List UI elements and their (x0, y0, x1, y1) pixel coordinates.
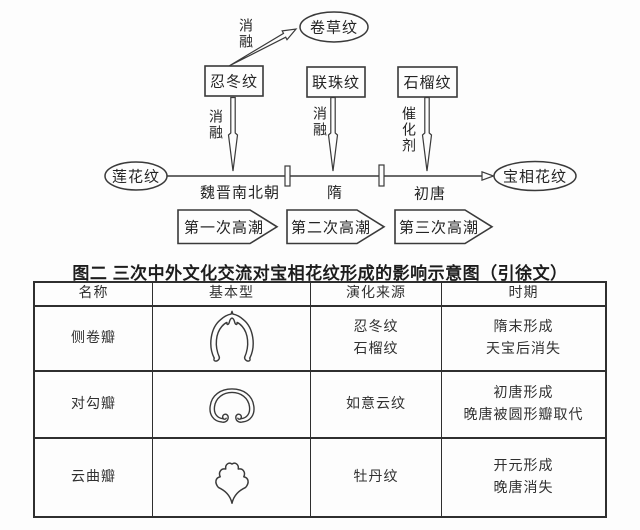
wave-2-label: 第二次高潮 (290, 219, 372, 237)
row1-period-line1: 隋末形成 (493, 319, 554, 335)
period-sui-label: 隋 (326, 184, 344, 202)
needle-arrow-3-label: 催化剂 (401, 106, 417, 154)
lotus-label: 莲花纹 (111, 168, 161, 186)
pomegranate-box (397, 66, 458, 98)
wave-pentagon-2 (286, 209, 386, 245)
wave-3-label: 第三次高潮 (398, 219, 480, 237)
needle-arrow-2 (327, 96, 339, 172)
lotus-ellipse (104, 161, 168, 191)
row3-period: 开元形成 晚唐消失 (442, 439, 605, 516)
needle-arrow-1-label: 消融 (208, 109, 224, 141)
needle-arrow-2-label: 消融 (312, 106, 328, 138)
header-period: 时期 (442, 283, 605, 307)
row2-period-line1: 初唐形成 (493, 385, 554, 401)
timeline-tick-2 (378, 164, 385, 187)
row2-name: 对勾瓣 (35, 372, 153, 439)
row3-period-line2: 晚唐消失 (493, 480, 554, 496)
row3-basic-form (153, 439, 311, 516)
paired-hook-petal-icon (208, 387, 255, 423)
row3-period-line1: 开元形成 (493, 458, 554, 474)
timeline-arrowhead (481, 170, 496, 182)
scroll-grass-ellipse (299, 11, 369, 43)
cloud-curve-petal-icon (214, 462, 249, 504)
timeline-tick-1 (284, 165, 291, 187)
row3-name: 云曲瓣 (35, 439, 153, 516)
petal-types-table: 名称 基本型 演化来源 时期 侧卷瓣 忍冬纹 石榴纹 隋末形成 天宝后消失 对勾… (33, 281, 607, 518)
pearl-roundel-box (306, 66, 366, 98)
row1-period-line2: 天宝后消失 (486, 341, 561, 357)
needle-arrow-3 (421, 96, 433, 172)
figure-caption: 图二 三次中外文化交流对宝相花纹形成的影响示意图（引徐文） (72, 264, 568, 283)
header-evolution-source: 演化来源 (311, 283, 442, 307)
scroll-grass-label: 卷草纹 (309, 19, 359, 37)
honeysuckle-box (204, 65, 264, 97)
row2-evolution-source: 如意云纹 (311, 372, 442, 439)
wave-pentagon-1 (177, 209, 279, 245)
row2-period: 初唐形成 晚唐被圆形瓣取代 (442, 372, 605, 439)
side-curl-petal-icon (209, 310, 254, 362)
header-basic-form: 基本型 (153, 283, 311, 307)
diagram-shapes (104, 11, 577, 245)
row1-basic-form (153, 307, 311, 372)
baoxiang-label: 宝相花纹 (502, 168, 568, 186)
needle-arrow-1 (227, 96, 239, 172)
diagonal-arrow (228, 28, 298, 67)
diagonal-arrow-label: 消融 (238, 18, 254, 50)
period-weijin-label: 魏晋南北朝 (199, 184, 281, 202)
row1-name: 侧卷瓣 (35, 307, 153, 372)
row1-source-line1: 忍冬纹 (353, 319, 399, 335)
row1-evolution-source: 忍冬纹 石榴纹 (311, 307, 442, 372)
baoxiang-ellipse (493, 160, 577, 192)
honeysuckle-label: 忍冬纹 (209, 73, 259, 91)
pomegranate-label: 石榴纹 (403, 74, 452, 92)
row3-source-line1: 牡丹纹 (353, 469, 399, 485)
row2-source-line1: 如意云纹 (346, 396, 406, 412)
wave-pentagon-3 (394, 209, 494, 245)
row2-period-line2: 晚唐被圆形瓣取代 (463, 407, 584, 423)
pearl-roundel-label: 联珠纹 (311, 74, 361, 92)
influence-flow-diagram: 卷草纹 消融 忍冬纹 联珠纹 石榴纹 消融 消融 催化剂 莲花纹 宝相花纹 魏晋… (72, 11, 577, 283)
header-name: 名称 (35, 283, 153, 307)
row1-period: 隋末形成 天宝后消失 (442, 307, 605, 372)
row2-basic-form (153, 372, 311, 439)
period-early-tang-label: 初唐 (413, 185, 447, 203)
wave-1-label: 第一次高潮 (183, 219, 265, 237)
row1-source-line2: 石榴纹 (353, 341, 399, 357)
row3-evolution-source: 牡丹纹 (311, 439, 442, 516)
